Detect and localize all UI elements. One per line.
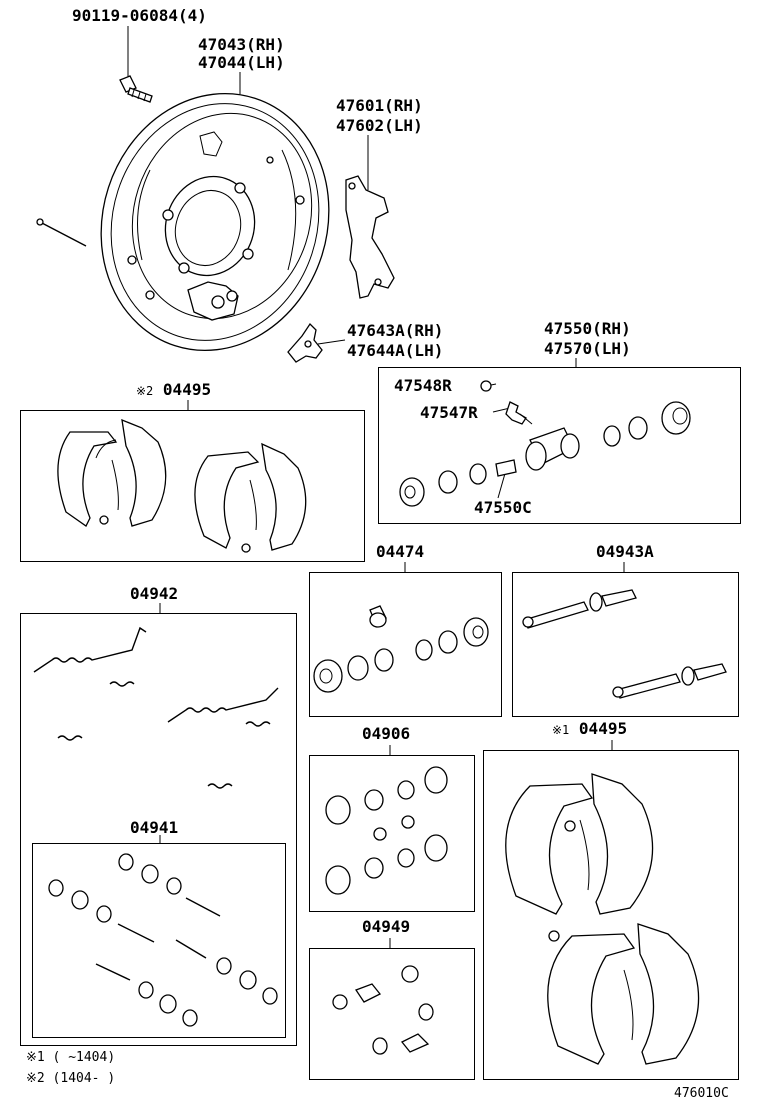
- cup-kit-2-parts: [325, 766, 448, 895]
- bracket-part: [287, 322, 323, 363]
- label-cyl-piston[interactable]: 47550C: [474, 498, 532, 517]
- label-adjuster-kit[interactable]: 04943A: [596, 542, 654, 561]
- label-bracket-rh[interactable]: 47643A(RH): [347, 321, 444, 340]
- spring-kit-box: [20, 613, 297, 1046]
- figure-code: 476010C: [674, 1086, 729, 1101]
- shoe-kit-1-box: [483, 750, 739, 1080]
- label-spring-kit-sub[interactable]: 04941: [130, 818, 179, 837]
- label-lever-lh[interactable]: 47602(LH): [336, 116, 423, 135]
- label-cup-kit-2[interactable]: 04906: [362, 724, 411, 743]
- label-plate-lh[interactable]: 47044(LH): [198, 53, 285, 72]
- shoe-kit-1-shoes: [505, 773, 700, 1065]
- spring-kit-sub-box: [32, 843, 286, 1038]
- bolt-part: [119, 75, 153, 103]
- label-bracket-lh[interactable]: 47644A(LH): [347, 341, 444, 360]
- label-shoe-kit-1[interactable]: ※1 04495: [552, 720, 627, 739]
- note-mark-2: ※2: [136, 384, 154, 398]
- label-plate-rh[interactable]: 47043(RH): [198, 35, 285, 54]
- small-kit-parts: [332, 965, 434, 1055]
- wheel-cylinder-box: [378, 367, 741, 524]
- shoe-kit-1-number: 04495: [578, 719, 628, 738]
- label-cyl-rh[interactable]: 47550(RH): [544, 319, 631, 338]
- adjuster-kit-box: [512, 572, 739, 717]
- wheel-cylinder-parts: [399, 380, 691, 507]
- label-spring-kit[interactable]: 04942: [130, 584, 179, 603]
- pin-part: [36, 218, 87, 247]
- spring-kit-sub-parts: [48, 853, 278, 1027]
- small-kit-box: [309, 948, 475, 1080]
- label-lever-rh[interactable]: 47601(RH): [336, 96, 423, 115]
- footnote-1: ※1 ( ~1404): [26, 1050, 116, 1065]
- cup-kit-parts: [313, 605, 489, 693]
- shoe-kit-2-number: 04495: [162, 380, 212, 399]
- label-cup-kit[interactable]: 04474: [376, 542, 425, 561]
- label-bleeder-plug[interactable]: 47547R: [420, 403, 478, 422]
- footnote-2: ※2 (1404- ): [26, 1071, 116, 1086]
- adjuster-parts: [522, 589, 727, 699]
- shoe-kit-2-box: [20, 410, 365, 562]
- label-cyl-lh[interactable]: 47570(LH): [544, 339, 631, 358]
- cup-kit-box: [309, 572, 502, 717]
- parking-lever: [345, 175, 395, 299]
- note-mark-1: ※1: [552, 723, 570, 737]
- label-small-kit[interactable]: 04949: [362, 917, 411, 936]
- spring-kit-parts: [33, 626, 279, 789]
- label-bolt[interactable]: 90119-06084(4): [72, 6, 207, 25]
- label-shoe-kit-2[interactable]: ※2 04495: [136, 381, 211, 400]
- shoe-kit-2-shoes: [57, 418, 307, 553]
- backing-plate: [100, 92, 330, 352]
- cup-kit-2-box: [309, 755, 475, 912]
- label-bleeder-cap[interactable]: 47548R: [394, 376, 452, 395]
